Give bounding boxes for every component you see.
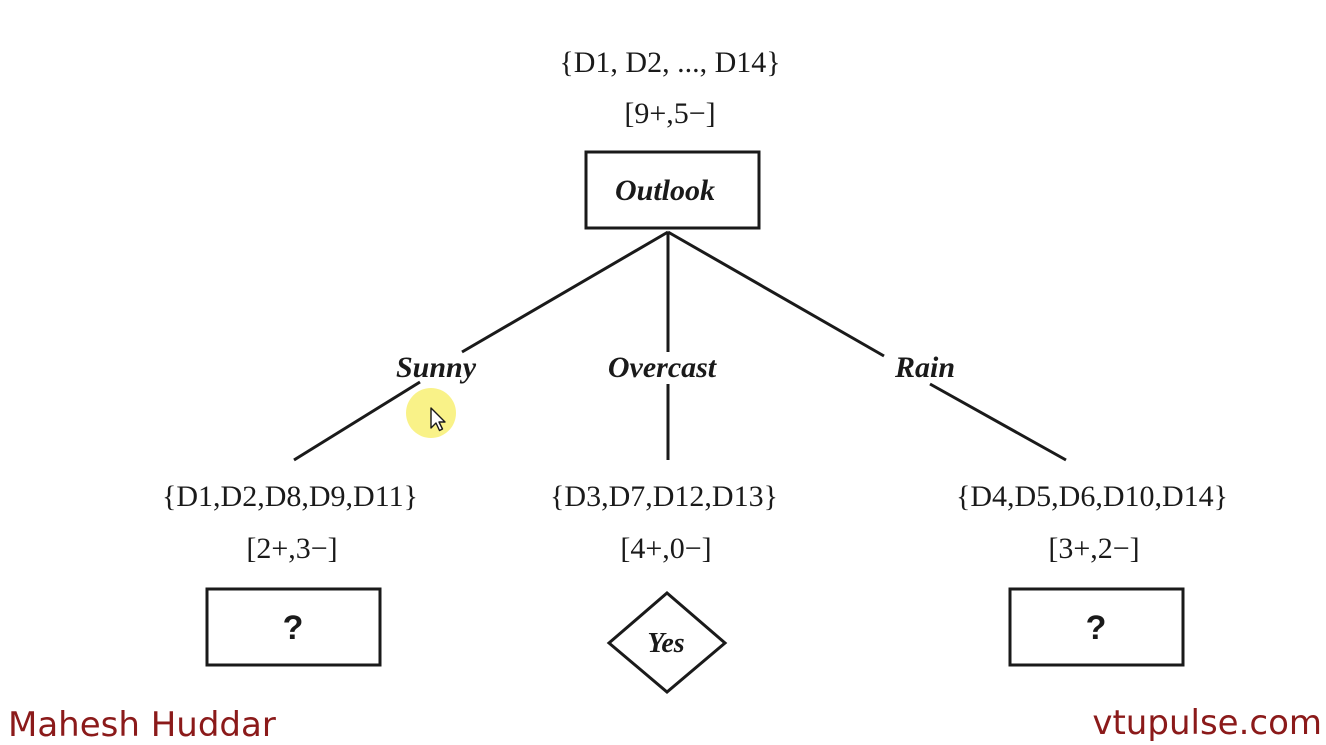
sunny-counts: [2+,3−] [246,532,337,565]
branch-label-sunny: Sunny [396,351,477,384]
edge-sunny-upper [461,230,669,354]
sunny-leaf-label: ? [283,609,304,647]
root-set: {D1, D2, ..., D14} [559,46,780,79]
overcast-counts: [4+,0−] [620,532,711,565]
root-node-box [584,150,761,230]
rain-leaf-label: ? [1086,609,1107,647]
rain-counts: [3+,2−] [1048,532,1139,565]
sunny-set: {D1,D2,D8,D9,D11} [162,480,418,513]
rain-leaf-box [1008,587,1185,667]
edge-sunny-lower [293,380,421,462]
root-counts: [9+,5−] [624,97,715,130]
mouse-pointer-icon [430,407,446,432]
overcast-set: {D3,D7,D12,D13} [550,480,778,513]
branch-label-overcast: Overcast [608,351,718,384]
edge-rain-upper [667,230,885,358]
site-watermark: vtupulse.com [1092,703,1322,743]
branch-label-rain: Rain [894,351,955,384]
overcast-leaf-label: Yes [647,628,684,659]
sunny-leaf-box [205,587,382,667]
author-watermark: Mahesh Huddar [8,705,276,745]
overcast-leaf-diamond [606,591,728,694]
rain-set: {D4,D5,D6,D10,D14} [956,480,1228,513]
root-node-label: Outlook [615,174,715,207]
edge-rain-lower [929,382,1067,462]
